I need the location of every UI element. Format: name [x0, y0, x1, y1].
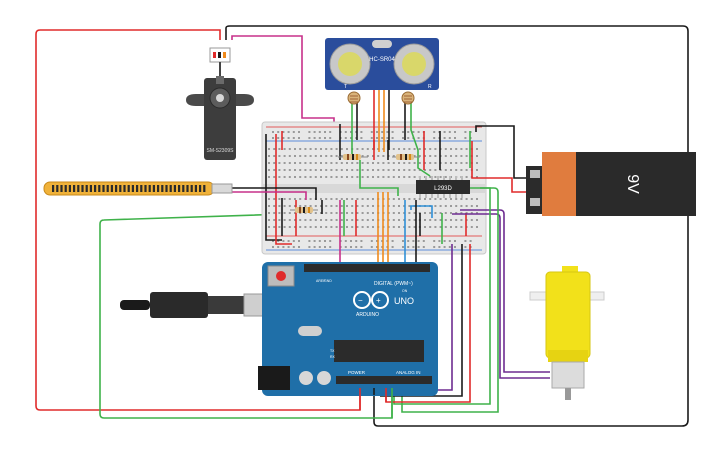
svg-text:−: − [358, 296, 363, 305]
resistor-lower [290, 207, 318, 213]
usb-cable [120, 292, 283, 318]
battery-9v: 9V [526, 152, 696, 216]
tx-label: TX [330, 349, 335, 353]
sonar-r-label: R [428, 84, 432, 90]
motor-driver-chip: L293D [416, 176, 470, 198]
arduino-uno: − + UNO ARDUINO DIGITAL (PWM~) POWER ANA… [258, 262, 438, 396]
svg-text:+: + [376, 296, 381, 305]
wire-green-left-loop [99, 212, 393, 419]
resistor-left [338, 154, 368, 160]
flex-sensor-segments [52, 185, 206, 192]
breadboard-holes [268, 131, 478, 248]
resistor-right [392, 154, 420, 160]
photoresistor-left [347, 91, 361, 105]
battery-label: 9V [624, 174, 641, 194]
sonar-model-label: HC-SR04 [369, 57, 395, 63]
ultrasonic-sensor: HC-SR04 T R [325, 38, 439, 90]
dc-motor [529, 266, 605, 400]
photoresistor-right [401, 91, 415, 105]
sonar-t-label: T [344, 84, 347, 90]
power-label: POWER [348, 370, 366, 375]
rx-label: RX [330, 355, 336, 359]
wire-red-left-loop [35, 29, 361, 411]
board-jumpers [265, 124, 531, 245]
driver-label: L293D [434, 186, 452, 192]
analog-in-label: ANALOG IN [396, 370, 421, 375]
on-label: ON [402, 289, 408, 293]
servo-motor: SM-S2309S [186, 47, 254, 160]
wire-black-top-loop [225, 25, 689, 427]
arduino-model-label: UNO [394, 296, 414, 306]
driver-wires [230, 187, 550, 413]
aref-label: AREF [316, 279, 325, 283]
wire-magenta-servo [231, 35, 335, 130]
servo-label: SM-S2309S [207, 148, 235, 154]
arduino-brand-label: ARDUINO [356, 312, 379, 318]
pin-wires [359, 388, 393, 418]
sonar-wires [339, 90, 431, 268]
gnd-label: GND [324, 279, 332, 283]
digital-pwm-label: DIGITAL (PWM~) [374, 281, 413, 287]
flex-sensor [43, 181, 233, 196]
wires-back [35, 25, 689, 427]
